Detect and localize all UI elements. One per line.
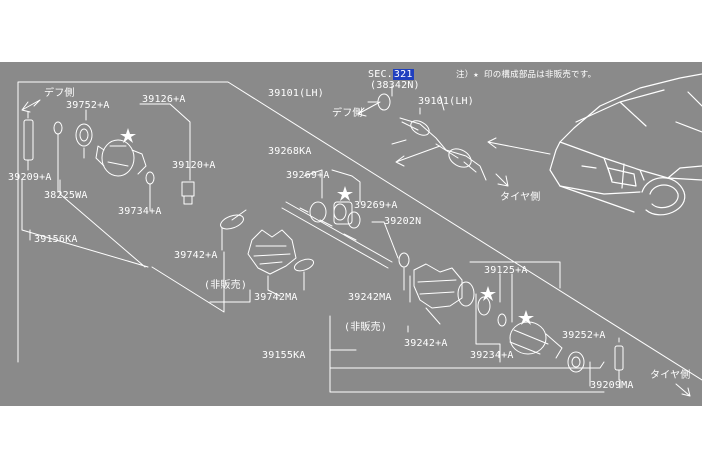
part-boot-right-shape [413, 263, 507, 327]
label-tire-side-mid: タイヤ側 [500, 192, 541, 203]
label-39268ka: 39268KA [268, 146, 312, 157]
tire-side-arrow-right [675, 383, 691, 397]
diff-side-arrow-left [21, 99, 41, 113]
part-shaft-shape [281, 201, 410, 269]
label-39156ka: 39156KA [34, 234, 78, 245]
label-tire-side-right: タイヤ側 [650, 370, 691, 381]
label-39101-lh-top: 39101(LH) [268, 88, 324, 99]
car-illustration [549, 73, 702, 216]
label-39125a: 39125+A [484, 265, 528, 276]
star-icon-4 [518, 310, 534, 325]
label-39742a: 39742+A [174, 250, 218, 261]
part-39120a-shape [181, 181, 195, 205]
label-39252a: 39252+A [562, 330, 606, 341]
label-39269a-2: 39269+A [354, 200, 398, 211]
label-39269a-1: 39269+A [286, 170, 330, 181]
label-39209a-left: 39209+A [8, 172, 52, 183]
part-39125a-shape [509, 321, 563, 359]
diff-side-arrow-right [357, 101, 381, 117]
label-diff-side-left: デフ側 [44, 88, 75, 99]
label-39202n: 39202N [384, 216, 422, 227]
label-39734a: 39734+A [118, 206, 162, 217]
label-39242a: 39242+A [404, 338, 448, 349]
label-39126a: 39126+A [142, 94, 186, 105]
part-boot-left-shape [220, 214, 315, 275]
label-39234a: 39234+A [470, 350, 514, 361]
sec-subref: (38342N) [370, 80, 420, 91]
sec-ref[interactable]: SEC.321 [368, 69, 414, 80]
part-39209ma-shape [614, 337, 624, 381]
label-39742ma: 39742MA [254, 292, 298, 303]
label-39209ma: 39209MA [590, 380, 634, 391]
part-39209a-left-shape [23, 111, 34, 171]
label-39752a: 39752+A [66, 100, 110, 111]
label-hanbai-2: (非販売) [344, 322, 388, 333]
direction-arrow-right [487, 137, 551, 155]
label-39120a: 39120+A [172, 160, 216, 171]
label-39155ka: 39155KA [262, 350, 306, 361]
sec-prefix: SEC. [368, 69, 393, 80]
parts-diagram: SEC.321 (38342N) 注）★ 印の構成部品は非販売です。 デフ側 デ… [0, 62, 702, 406]
part-39126a-shape [95, 139, 147, 177]
sec-number[interactable]: 321 [392, 69, 414, 80]
star-icon-2 [337, 186, 353, 201]
label-39242ma: 39242MA [348, 292, 392, 303]
label-diff-side-right: デフ側 [332, 108, 363, 119]
diagram-linework [17, 73, 702, 397]
star-icon-1 [120, 128, 136, 143]
star-icon-3 [480, 286, 496, 301]
direction-arrow-left [395, 145, 441, 167]
note-text: 注）★ 印の構成部品は非販売です。 [456, 70, 597, 80]
label-hanbai-1: (非販売) [204, 280, 248, 291]
label-39101-lh-mid: 39101(LH) [418, 96, 474, 107]
tire-side-arrow-mid [495, 173, 509, 187]
label-38225wa: 38225WA [44, 190, 88, 201]
